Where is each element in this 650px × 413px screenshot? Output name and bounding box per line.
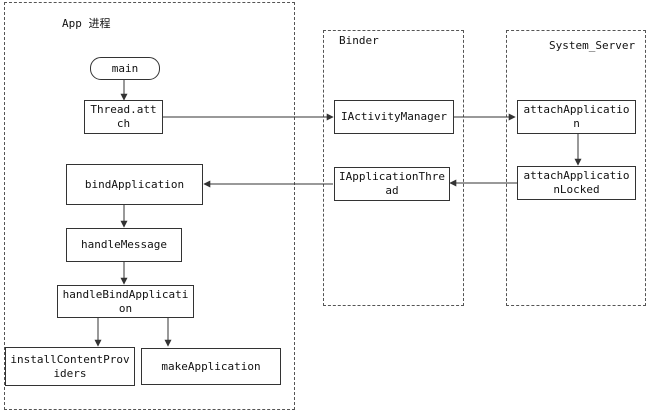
node-attach-application: attachApplication: [517, 100, 636, 134]
node-make-application: makeApplication: [141, 348, 281, 385]
node-main: main: [90, 57, 160, 80]
node-thread-attach: Thread.attch: [84, 100, 163, 134]
system-server-group: [506, 30, 646, 306]
node-iapplication-thread: IApplicationThread: [334, 167, 450, 201]
node-iactivity-manager: IActivityManager: [334, 100, 454, 134]
node-bind-application: bindApplication: [66, 164, 203, 205]
node-handle-bind-application: handleBindApplication: [57, 285, 194, 318]
node-install-content-providers: installContentProviders: [5, 347, 135, 386]
binder-label: Binder: [339, 34, 379, 47]
system-server-label: System_Server: [549, 39, 636, 52]
node-handle-message: handleMessage: [66, 228, 182, 262]
binder-group: [323, 30, 464, 306]
node-attach-application-locked: attachApplicationLocked: [517, 166, 636, 200]
app-process-group: [4, 2, 295, 410]
app-process-label: App 进程: [62, 17, 111, 30]
